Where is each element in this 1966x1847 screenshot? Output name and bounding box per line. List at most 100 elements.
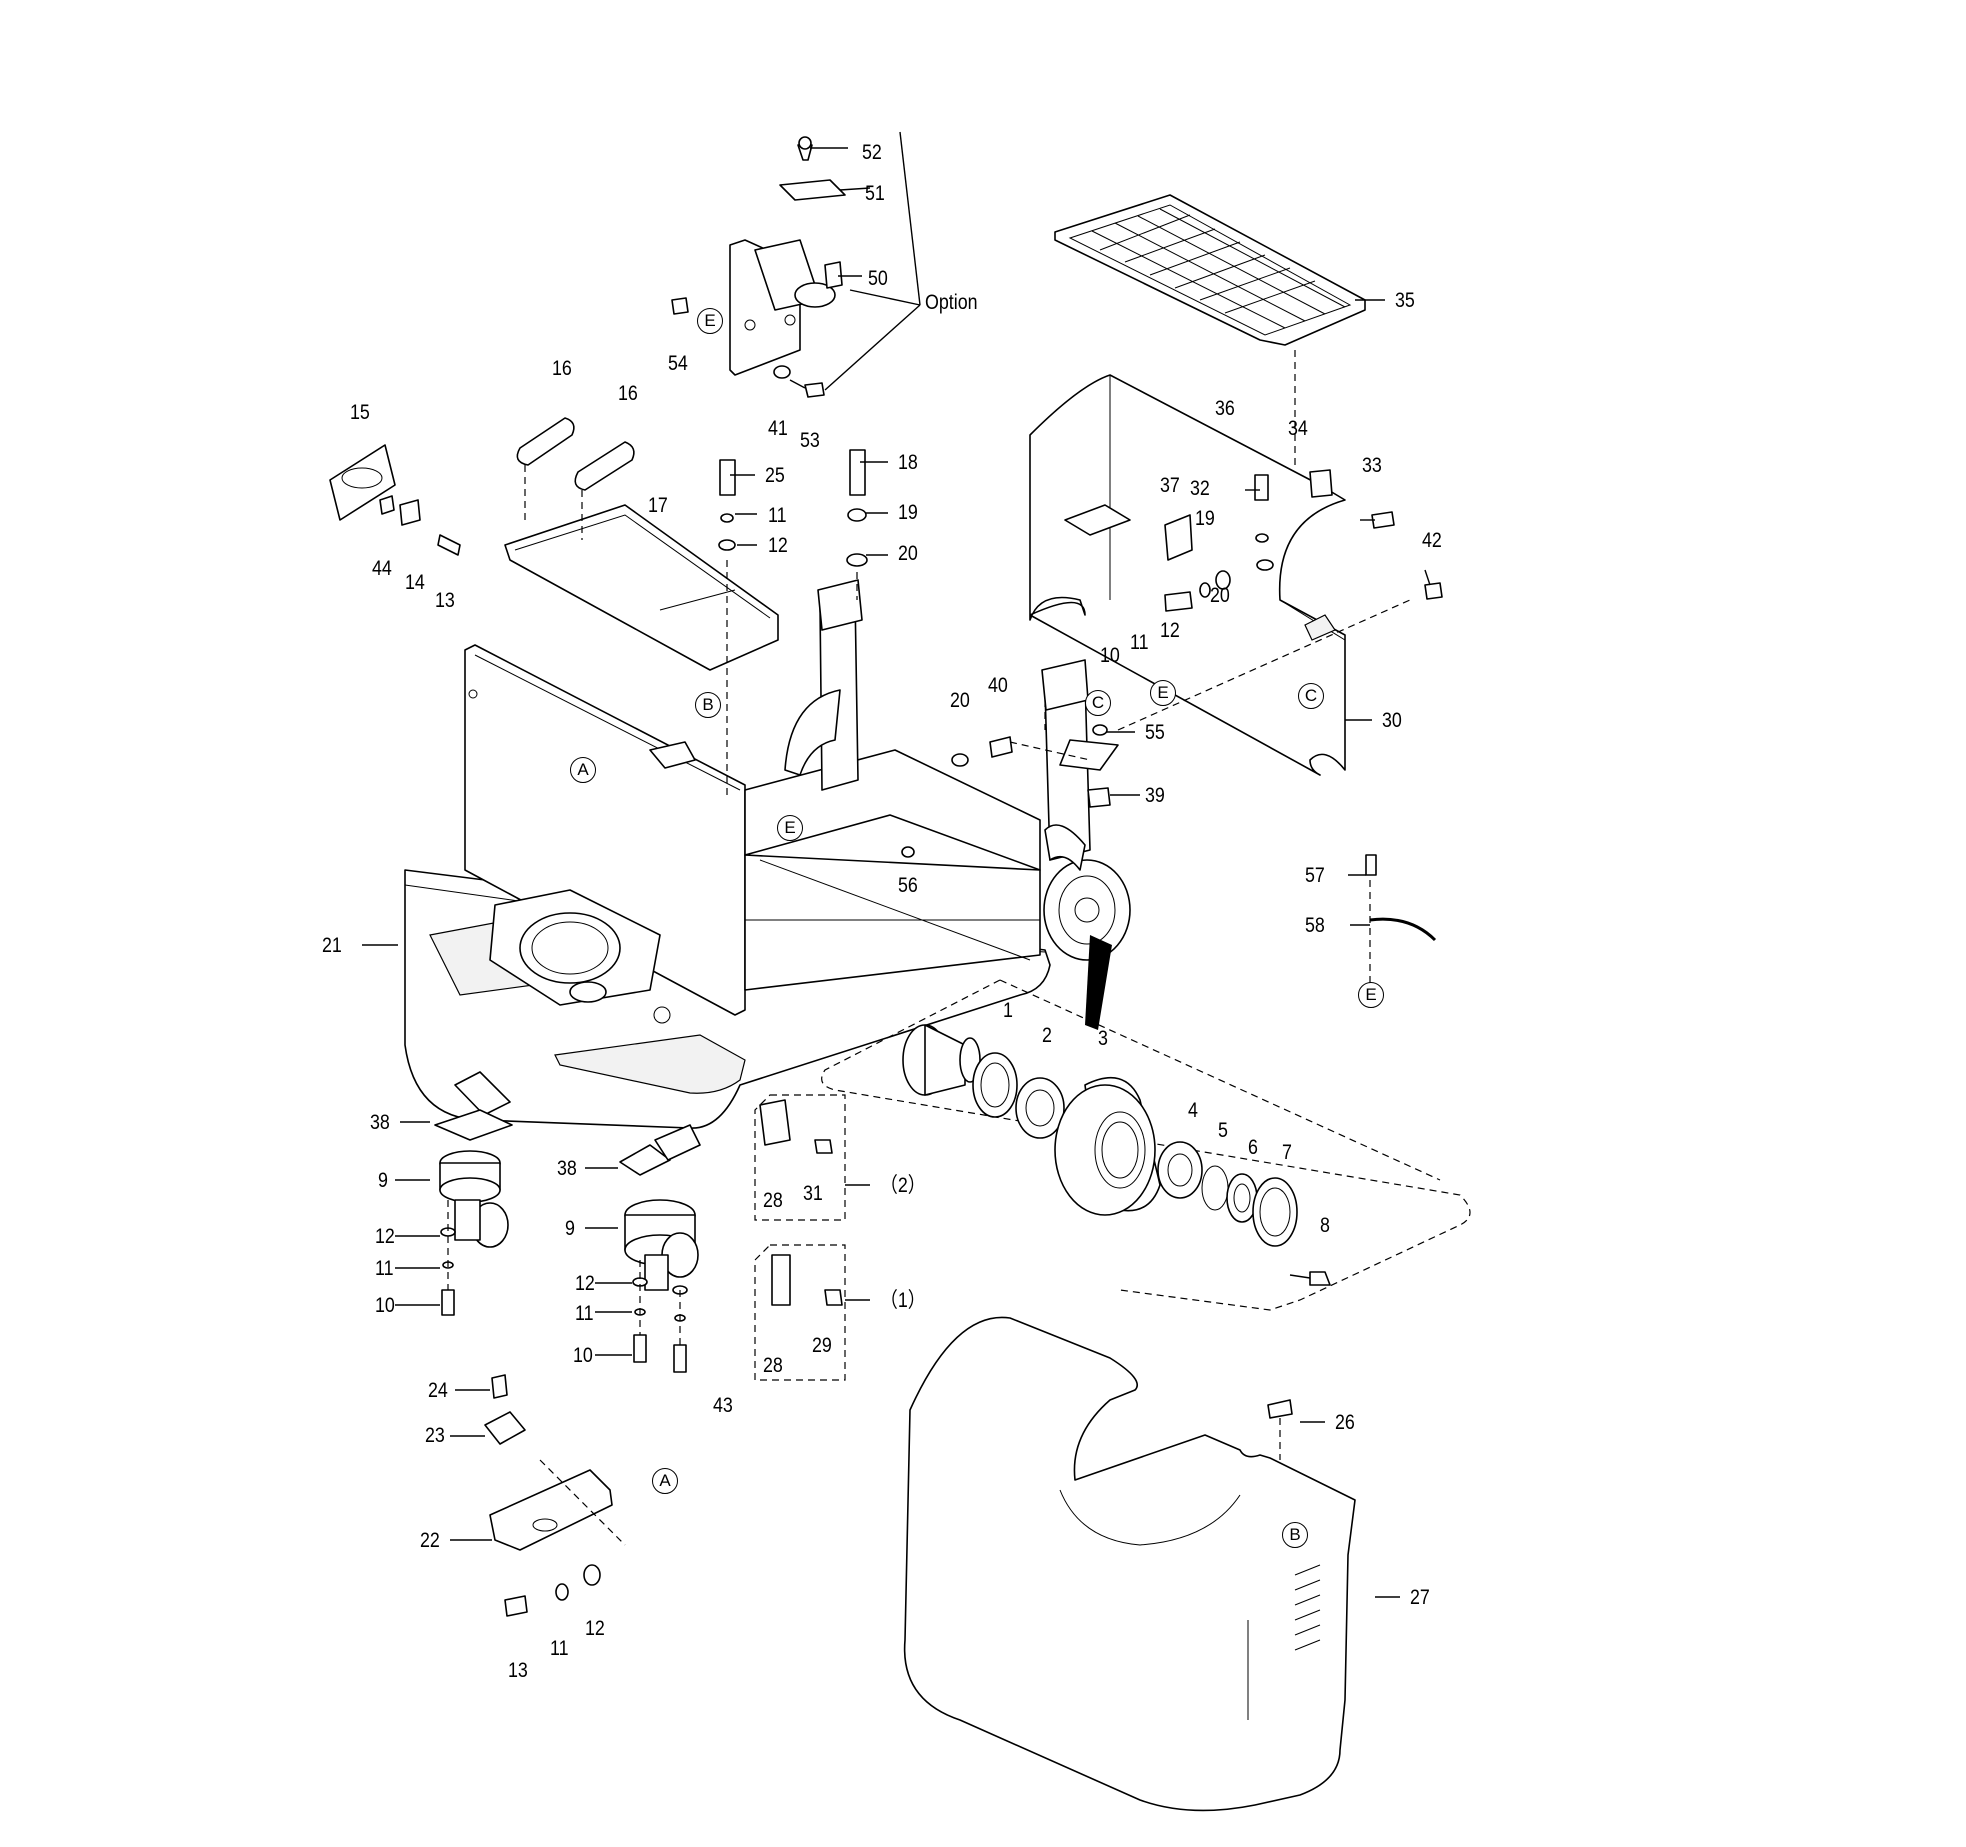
- caster-right: [619, 1124, 701, 1373]
- callout-9-left: 9: [378, 1169, 388, 1192]
- callout-8: 8: [1320, 1214, 1330, 1237]
- callout-12-a: 12: [375, 1225, 395, 1248]
- callout-38-a: 38: [370, 1111, 390, 1134]
- callout-2: 2: [1042, 1024, 1052, 1047]
- ref-e-bracket: E: [697, 308, 723, 334]
- callout-50: 50: [868, 267, 888, 290]
- callout-11-b: 11: [575, 1302, 594, 1325]
- callout-32: 32: [1190, 477, 1210, 500]
- post-hardware: [901, 599, 1411, 858]
- ref-e-wire: E: [1358, 982, 1384, 1008]
- callout-24: 24: [428, 1379, 448, 1402]
- cover-30: [1029, 374, 1443, 776]
- callout-3: 3: [1098, 1027, 1108, 1050]
- bolt-stacks: [718, 449, 868, 800]
- callout-35: 35: [1395, 289, 1415, 312]
- ref-e-frame: E: [777, 815, 803, 841]
- callout-38-b: 38: [557, 1157, 577, 1180]
- callout-30: 30: [1382, 709, 1402, 732]
- ref-a-frame: A: [570, 757, 596, 783]
- group-1-label: （1）: [880, 1289, 926, 1312]
- callout-9-right: 9: [565, 1217, 575, 1240]
- callout-11-d: 11: [1130, 631, 1149, 654]
- callout-36: 36: [1215, 397, 1235, 420]
- callout-5: 5: [1218, 1119, 1228, 1142]
- callout-16-b: 16: [618, 382, 638, 405]
- callout-15: 15: [350, 401, 370, 424]
- callout-25: 25: [765, 464, 785, 487]
- callout-55: 55: [1145, 721, 1165, 744]
- option-label: Option: [925, 291, 978, 314]
- callout-14: 14: [405, 571, 425, 594]
- callout-7: 7: [1282, 1141, 1292, 1164]
- callout-19-b: 19: [1195, 507, 1215, 530]
- callout-10-c: 10: [1100, 644, 1120, 667]
- callout-44: 44: [372, 557, 392, 580]
- keys-group: [754, 1094, 846, 1381]
- callout-41: 41: [768, 417, 788, 440]
- callout-58: 58: [1305, 914, 1325, 937]
- callout-11-c: 11: [768, 504, 787, 527]
- callout-16-a: 16: [552, 357, 572, 380]
- callout-12-d: 12: [1160, 619, 1180, 642]
- grate-35: [1054, 194, 1366, 470]
- callout-6: 6: [1248, 1136, 1258, 1159]
- callout-22: 22: [420, 1529, 440, 1552]
- callout-1: 1: [1003, 999, 1013, 1022]
- callout-39: 39: [1145, 784, 1165, 807]
- ref-b-frame: B: [695, 692, 721, 718]
- callout-17: 17: [648, 494, 668, 517]
- callout-37: 37: [1160, 474, 1180, 497]
- callout-11-e: 11: [550, 1637, 569, 1660]
- ref-c-cover: C: [1298, 683, 1324, 709]
- callout-28-a: 28: [763, 1189, 783, 1212]
- callout-20-a: 20: [898, 542, 918, 565]
- callout-20-b: 20: [1210, 584, 1230, 607]
- callout-13-a: 13: [435, 589, 455, 612]
- callout-12-b: 12: [575, 1272, 595, 1295]
- callout-4: 4: [1188, 1099, 1198, 1122]
- callout-54: 54: [668, 352, 688, 375]
- cover-bolts: [1164, 474, 1274, 612]
- callout-13-b: 13: [508, 1659, 528, 1682]
- callout-43: 43: [713, 1394, 733, 1417]
- option-bracket: [671, 136, 846, 398]
- callout-10-a: 10: [375, 1294, 395, 1317]
- rear-cover-27: [903, 1316, 1356, 1812]
- callout-12-c: 12: [768, 534, 788, 557]
- tray-17-group: [504, 417, 779, 671]
- callout-19-a: 19: [898, 501, 918, 524]
- callout-27: 27: [1410, 1586, 1430, 1609]
- callout-53: 53: [800, 429, 820, 452]
- caster-left: [434, 1071, 513, 1316]
- callout-28-b: 28: [763, 1354, 783, 1377]
- callout-56: 56: [898, 874, 918, 897]
- callout-52: 52: [862, 141, 882, 164]
- main-frame: [404, 579, 1131, 1129]
- plate-22-group: [484, 1374, 626, 1617]
- leader-lines: [362, 131, 1431, 1598]
- callout-42: 42: [1422, 529, 1442, 552]
- callout-33: 33: [1362, 454, 1382, 477]
- ref-b-cover: B: [1282, 1522, 1308, 1548]
- callout-34: 34: [1288, 417, 1308, 440]
- callout-51: 51: [865, 182, 885, 205]
- callout-11-a: 11: [375, 1257, 394, 1280]
- callout-57: 57: [1305, 864, 1325, 887]
- callout-23: 23: [425, 1424, 445, 1447]
- drive-wheel-group: [821, 979, 1471, 1311]
- plate-15-group: [329, 444, 461, 556]
- wire-58: [1365, 854, 1437, 990]
- ref-e-cover: E: [1150, 680, 1176, 706]
- callout-12-e: 12: [585, 1617, 605, 1640]
- callout-21: 21: [322, 934, 342, 957]
- callout-18: 18: [898, 451, 918, 474]
- callout-31: 31: [803, 1182, 823, 1205]
- callout-20-c: 20: [950, 689, 970, 712]
- callout-40: 40: [988, 674, 1008, 697]
- callout-26: 26: [1335, 1411, 1355, 1434]
- callout-29: 29: [812, 1334, 832, 1357]
- ref-a-plate: A: [652, 1468, 678, 1494]
